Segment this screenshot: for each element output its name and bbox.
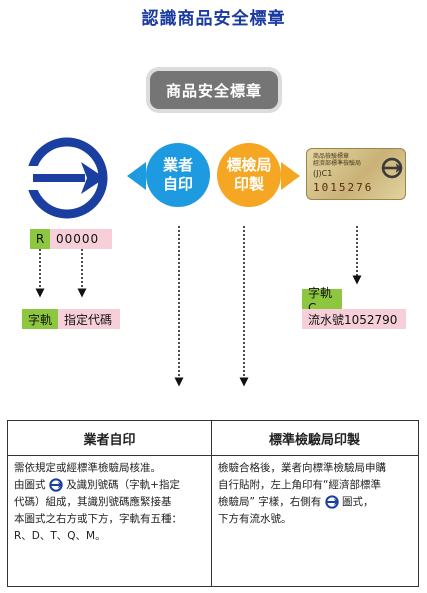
label-designated-code: 指定代碼 <box>58 309 120 329</box>
cell-line: 代碼）組成，其識別號碼應緊接基 <box>14 496 172 508</box>
left-arrow <box>127 162 146 190</box>
cell-text: 及識別號碼（字軌+指定 <box>66 479 180 491</box>
label-track-c: 字軌C <box>302 286 342 315</box>
safety-mark-icon <box>25 137 108 219</box>
cell-line: 本圖式之右方或下方，字軌有五種： <box>14 513 182 525</box>
safety-mark-icon <box>49 478 63 492</box>
track-letter: R <box>30 229 50 249</box>
table-header-manufacturer: 業者自印 <box>8 421 212 456</box>
node-line: 自印 <box>162 175 193 193</box>
sticker-mark-icon <box>381 157 403 179</box>
safety-mark-icon <box>324 495 339 509</box>
node-line: 印製 <box>233 175 264 193</box>
table-cell-manufacturer: 需依規定或經標準檢驗局核准。 由圖式 及識別號碼（字軌+指定 代碼）組成，其識別… <box>8 455 211 550</box>
table-divider <box>211 421 212 586</box>
node-bsmi-print: 標檢局 印製 <box>217 143 281 207</box>
cell-line: 下方有流水號。 <box>218 513 292 525</box>
cell-text: 由圖式 <box>14 479 46 491</box>
sticker-text: (J)C1 <box>313 169 333 178</box>
right-arrow <box>281 162 300 190</box>
cell-line: 自行貼附，左上角印有“經濟部標準 <box>218 479 381 491</box>
sticker-serial: 1015276 <box>313 181 374 194</box>
cell-line: R、D、T、Q、M。 <box>14 530 106 542</box>
bsmi-sticker: 商品檢驗標章 經濟部標準檢驗局 (J)C1 1015276 <box>306 148 406 200</box>
node-line: 標檢局 <box>226 156 272 174</box>
page-title: 認識商品安全標章 <box>141 9 286 29</box>
cell-line: 需依規定或經標準檢驗局核准。 <box>14 462 161 474</box>
cell-text: 檢驗局” 字樣，右側有 <box>218 496 322 508</box>
node-manufacturer-print: 業者 自印 <box>146 143 210 207</box>
table-header-bsmi: 標準檢驗局印製 <box>211 421 418 456</box>
label-track: 字軌 <box>22 309 58 329</box>
sticker-text: 商品檢驗標章 <box>313 153 350 160</box>
table-cell-bsmi: 檢驗合格後，業者向標準檢驗局申購 自行貼附，左上角印有“經濟部標準 檢驗局” 字… <box>212 455 418 533</box>
node-line: 業者 <box>162 156 193 174</box>
label-serial-number: 流水號1052790 <box>302 309 406 329</box>
cell-line: 檢驗局” 字樣，右側有 圖式， <box>218 494 412 511</box>
designated-code: 00000 <box>50 229 112 249</box>
sticker-text: 經濟部標準檢驗局 <box>313 160 362 167</box>
comparison-table: 業者自印 標準檢驗局印製 需依規定或經標準檢驗局核准。 由圖式 及識別號碼（字軌… <box>7 420 419 587</box>
cell-text: 圖式， <box>341 496 374 508</box>
root-node: 商品安全標章 <box>150 71 278 109</box>
cell-line: 由圖式 及識別號碼（字軌+指定 <box>14 477 205 494</box>
cell-line: 檢驗合格後，業者向標準檢驗局申購 <box>218 462 386 474</box>
